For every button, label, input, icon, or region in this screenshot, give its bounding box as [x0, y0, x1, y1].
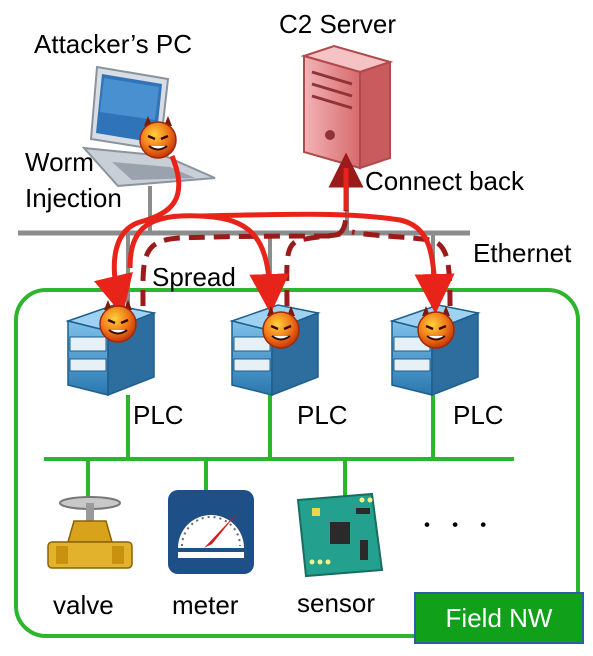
injection-label: Injection — [25, 183, 122, 213]
sensor-board-icon — [296, 492, 384, 578]
server-icon — [300, 44, 394, 170]
field-nw-badge: Field NW — [414, 592, 584, 644]
devil-icon — [417, 306, 455, 349]
laptop-icon — [81, 65, 216, 188]
meter-label: meter — [172, 590, 239, 620]
attacker-pc-label: Attacker’s PC — [34, 29, 192, 59]
plc-label: PLC — [133, 400, 184, 430]
worm-label: Worm — [25, 147, 94, 177]
valve-icon — [47, 496, 133, 569]
devil-icon — [262, 306, 300, 349]
meter-icon — [168, 490, 254, 574]
plc-label: PLC — [453, 400, 504, 430]
field-bus — [44, 395, 514, 505]
c2-server-label: C2 Server — [279, 9, 397, 39]
sensor-label: sensor — [297, 588, 376, 618]
plc-label: PLC — [297, 400, 348, 430]
devil-icon — [99, 300, 137, 343]
valve-label: valve — [53, 590, 114, 620]
spread-label: Spread — [152, 262, 236, 292]
more-devices-ellipsis: ・ ・ ・ — [416, 513, 495, 538]
field-nw-label: Field NW — [445, 602, 553, 633]
spread-path — [199, 211, 455, 314]
ethernet-label: Ethernet — [473, 238, 572, 268]
field-network-boundary — [14, 288, 580, 638]
connect-back-label: Connect back — [365, 166, 524, 196]
devil-icon — [139, 116, 177, 159]
worm-injection-path — [93, 155, 182, 316]
connect-back-path — [284, 231, 341, 307]
connect-back-path — [140, 152, 364, 307]
